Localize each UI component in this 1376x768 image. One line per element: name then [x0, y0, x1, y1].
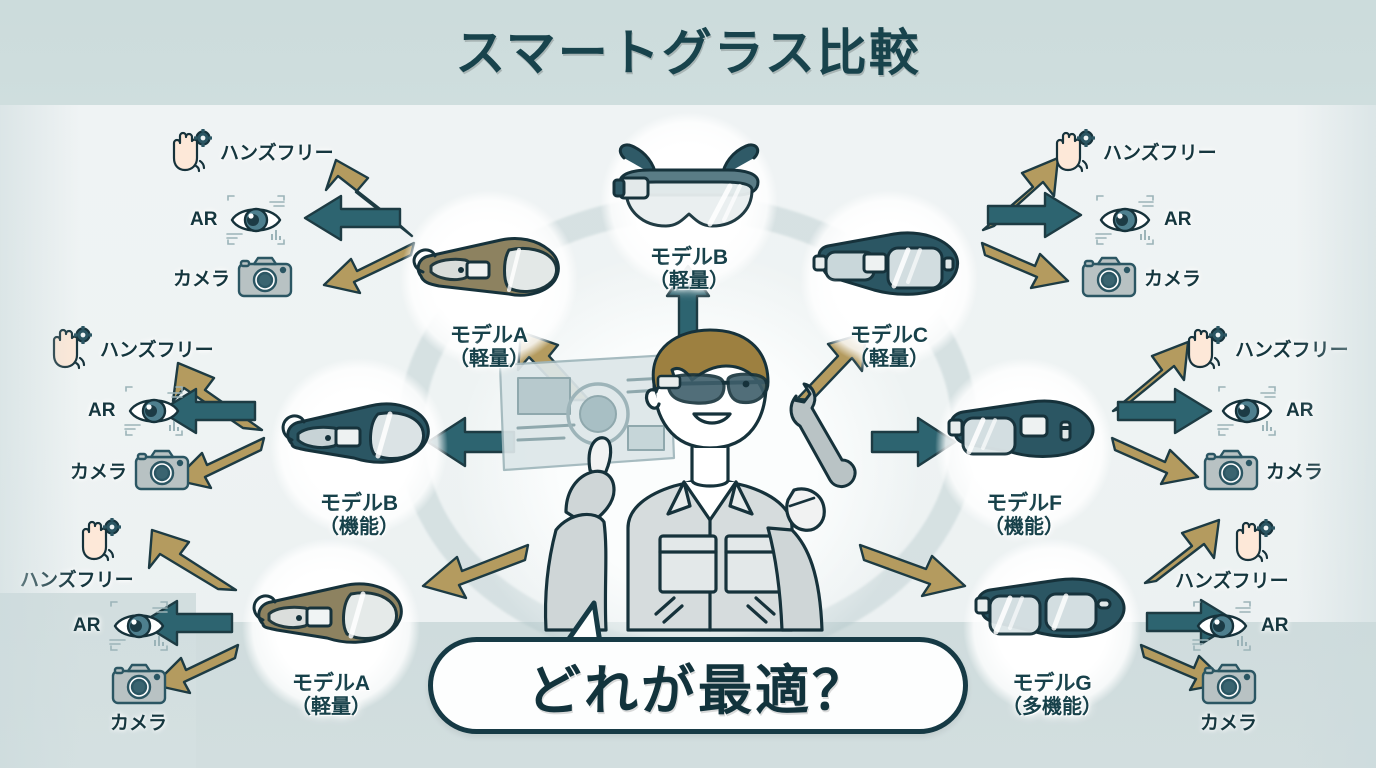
feature-label: カメラ	[70, 461, 128, 483]
feature-camera: カメラ	[1200, 662, 1257, 735]
node-model-g-bottom-right[interactable]: モデルG （多機能）	[963, 538, 1141, 718]
feature-label: ハンズフリー	[1103, 142, 1217, 164]
hand-gear-icon	[52, 326, 92, 370]
arrow-teal-icon	[303, 194, 402, 242]
feature-hands-free: ハンズフリー	[45, 325, 214, 371]
arrow-khaki-icon	[1143, 518, 1221, 585]
arrow-khaki-icon	[1111, 340, 1190, 413]
feature-label: ハンズフリー	[220, 142, 334, 164]
node-model-f-mid-right[interactable]: モデルF （機能）	[935, 358, 1113, 538]
camera-icon	[111, 663, 166, 705]
node-model-c-top-right[interactable]: モデルC （軽量）	[800, 190, 978, 370]
page-title: スマートグラス比較	[455, 25, 921, 81]
feature-ar: AR	[73, 600, 171, 652]
hand-gear-icon	[1235, 519, 1275, 563]
arrow-khaki-icon	[858, 543, 967, 598]
question-bubble[interactable]: どれが最適？	[428, 637, 968, 734]
feature-hands-free: ハンズフリー	[165, 128, 334, 174]
glasses-rect-dark-icon	[812, 231, 959, 297]
eye-ar-icon	[1095, 195, 1154, 245]
node-model-a-bottom-left[interactable]: モデルA （軽量）	[242, 538, 420, 718]
hand-gear-icon	[81, 518, 121, 562]
camera-icon	[237, 256, 293, 298]
node-label: モデルA （軽量）	[449, 324, 529, 370]
camera-icon	[1081, 256, 1137, 298]
eye-ar-icon	[124, 386, 184, 436]
feature-camera: カメラ	[110, 662, 167, 735]
feature-ar: AR	[1215, 385, 1313, 437]
wrench-icon	[789, 382, 857, 488]
eye-ar-icon	[226, 195, 286, 245]
node-label: モデルG （多機能）	[1002, 672, 1102, 718]
node-label: モデルC （軽量）	[849, 324, 929, 370]
hand-gear-icon	[1055, 129, 1095, 173]
question-text: どれが最適？	[527, 661, 869, 721]
feature-label: カメラ	[1200, 713, 1258, 734]
eye-ar-icon	[1192, 601, 1251, 651]
holographic-panel	[498, 353, 676, 472]
feature-hands-free: ハンズフリー	[1175, 518, 1289, 593]
glasses-rect-dark-icon	[974, 577, 1126, 639]
arrow-khaki-icon	[152, 643, 240, 695]
feature-camera: カメラ	[70, 448, 190, 492]
node-label: モデルF （機能）	[984, 492, 1064, 538]
arrow-teal-icon	[986, 191, 1083, 239]
feature-hands-free: ハンズフリー	[20, 517, 134, 592]
feature-label: ハンズフリー	[1235, 339, 1349, 361]
feature-label: AR	[1261, 615, 1289, 636]
center-character	[498, 328, 857, 632]
glasses-visor-khaki-icon	[412, 237, 560, 297]
feature-label: AR	[73, 615, 101, 636]
node-label: モデルB （機能）	[319, 492, 399, 538]
worn-smart-glasses	[656, 372, 769, 405]
feature-label: ハンズフリー	[1175, 571, 1289, 592]
glasses-visor-khaki-icon	[252, 582, 403, 645]
glasses-rect-dark-icon	[947, 399, 1095, 459]
feature-label: AR	[190, 209, 218, 230]
glasses-goggle-dark-icon	[612, 143, 760, 228]
arrow-teal-icon	[158, 387, 257, 435]
feature-camera: カメラ	[1203, 448, 1323, 492]
feature-label: AR	[88, 400, 116, 421]
feature-ar: AR	[88, 385, 186, 437]
camera-icon	[134, 449, 190, 491]
feature-ar: AR	[1190, 600, 1288, 652]
header-band	[0, 0, 1376, 105]
node-label: モデルB （軽量）	[649, 246, 729, 292]
node-model-b-mid-left[interactable]: モデルB （機能）	[270, 358, 448, 538]
feature-label: カメラ	[173, 268, 231, 290]
feature-label: ハンズフリー	[20, 570, 134, 591]
feature-label: ハンズフリー	[100, 339, 214, 361]
feature-label: カメラ	[1144, 268, 1202, 290]
hand-gear-icon	[172, 129, 212, 173]
feature-hands-free: ハンズフリー	[1180, 325, 1349, 371]
camera-icon	[1203, 449, 1259, 491]
feature-label: カメラ	[110, 713, 168, 734]
eye-ar-icon	[109, 601, 169, 651]
feature-label: AR	[1286, 400, 1314, 421]
arrow-khaki-icon	[171, 361, 264, 432]
glasses-visor-dark-icon	[281, 402, 430, 465]
arrow-teal-icon	[1116, 387, 1213, 435]
node-label: モデルA （軽量）	[291, 672, 371, 718]
arrow-khaki-icon	[421, 543, 530, 600]
feature-hands-free: ハンズフリー	[1048, 128, 1217, 174]
node-model-b-top-center[interactable]: モデルB （軽量）	[600, 112, 778, 292]
arrow-khaki-icon	[1110, 436, 1200, 486]
feature-ar: AR	[190, 194, 288, 246]
feature-label: AR	[1164, 209, 1192, 230]
hand-gear-icon	[1187, 326, 1227, 370]
arrow-khaki-icon	[980, 241, 1070, 290]
feature-ar: AR	[1093, 194, 1191, 246]
feature-label: カメラ	[1266, 461, 1324, 483]
feature-camera: カメラ	[1081, 255, 1201, 299]
camera-icon	[1201, 663, 1256, 705]
feature-camera: カメラ	[173, 255, 293, 299]
arrow-khaki-icon	[147, 528, 238, 592]
node-model-a-top-left[interactable]: モデルA （軽量）	[400, 190, 578, 370]
eye-ar-icon	[1217, 386, 1276, 436]
arrow-khaki-icon	[173, 436, 266, 490]
